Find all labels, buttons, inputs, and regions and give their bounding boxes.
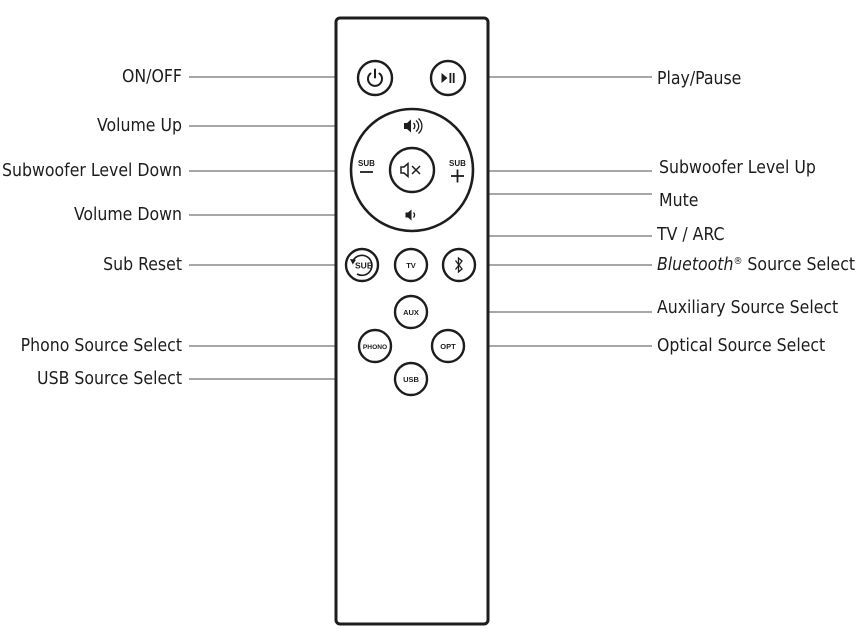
power-button[interactable]	[356, 59, 394, 97]
plus-icon	[451, 169, 464, 183]
bluetooth-icon	[454, 256, 463, 274]
play-pause-icon	[441, 73, 455, 83]
registered-mark: ®	[733, 256, 743, 267]
label-subwoofer-level-up: Subwoofer Level Up	[659, 158, 816, 178]
tv-button[interactable]: TV	[393, 247, 429, 283]
sub-plus-text: SUB	[449, 159, 466, 168]
speaker-loud-icon	[404, 118, 423, 134]
bluetooth-rest: Source Select	[742, 255, 856, 275]
tv-text: TV	[406, 261, 416, 270]
label-bluetooth-source-select: Bluetooth® Source Select	[657, 255, 855, 275]
mute-button[interactable]	[388, 146, 436, 194]
aux-button[interactable]: AUX	[393, 294, 429, 330]
label-phono-source-select: Phono Source Select	[20, 336, 182, 356]
sub-plus-button[interactable]: SUB	[449, 159, 466, 183]
usb-text: USB	[403, 375, 419, 384]
bluetooth-button[interactable]	[441, 247, 477, 283]
label-mute: Mute	[659, 191, 699, 211]
volume-up-button[interactable]	[396, 113, 428, 139]
sub-reset-button[interactable]: SUB	[344, 247, 380, 283]
label-auxiliary-source-select: Auxiliary Source Select	[657, 298, 839, 318]
optical-button[interactable]: OPT	[430, 328, 466, 364]
label-sub-reset: Sub Reset	[103, 255, 182, 275]
mute-icon	[400, 161, 421, 179]
sub-reset-text: SUB	[355, 261, 373, 271]
speaker-quiet-icon	[405, 209, 416, 221]
label-play-pause: Play/Pause	[657, 69, 742, 89]
label-usb-source-select: USB Source Select	[37, 369, 182, 389]
opt-text: OPT	[440, 342, 456, 351]
bluetooth-word: Bluetooth	[657, 255, 734, 275]
usb-button[interactable]: USB	[393, 361, 429, 397]
label-optical-source-select: Optical Source Select	[657, 336, 826, 356]
arrow-head-icon	[350, 259, 356, 265]
label-tv-arc: TV / ARC	[657, 225, 725, 245]
label-subwoofer-level-down: Subwoofer Level Down	[2, 161, 182, 181]
sub-minus-text: SUB	[358, 159, 375, 168]
phono-text: PHONO	[363, 344, 387, 351]
circular-arrow-icon	[351, 254, 373, 277]
sub-minus-button[interactable]: SUB	[358, 159, 375, 173]
phono-button[interactable]: PHONO	[357, 328, 393, 364]
label-on-off: ON/OFF	[122, 67, 182, 87]
label-volume-up: Volume Up	[97, 116, 182, 136]
label-volume-down: Volume Down	[73, 205, 182, 225]
volume-down-button[interactable]	[398, 204, 424, 226]
aux-text: AUX	[403, 308, 419, 317]
play-pause-button[interactable]	[429, 59, 467, 97]
power-icon	[367, 68, 383, 87]
